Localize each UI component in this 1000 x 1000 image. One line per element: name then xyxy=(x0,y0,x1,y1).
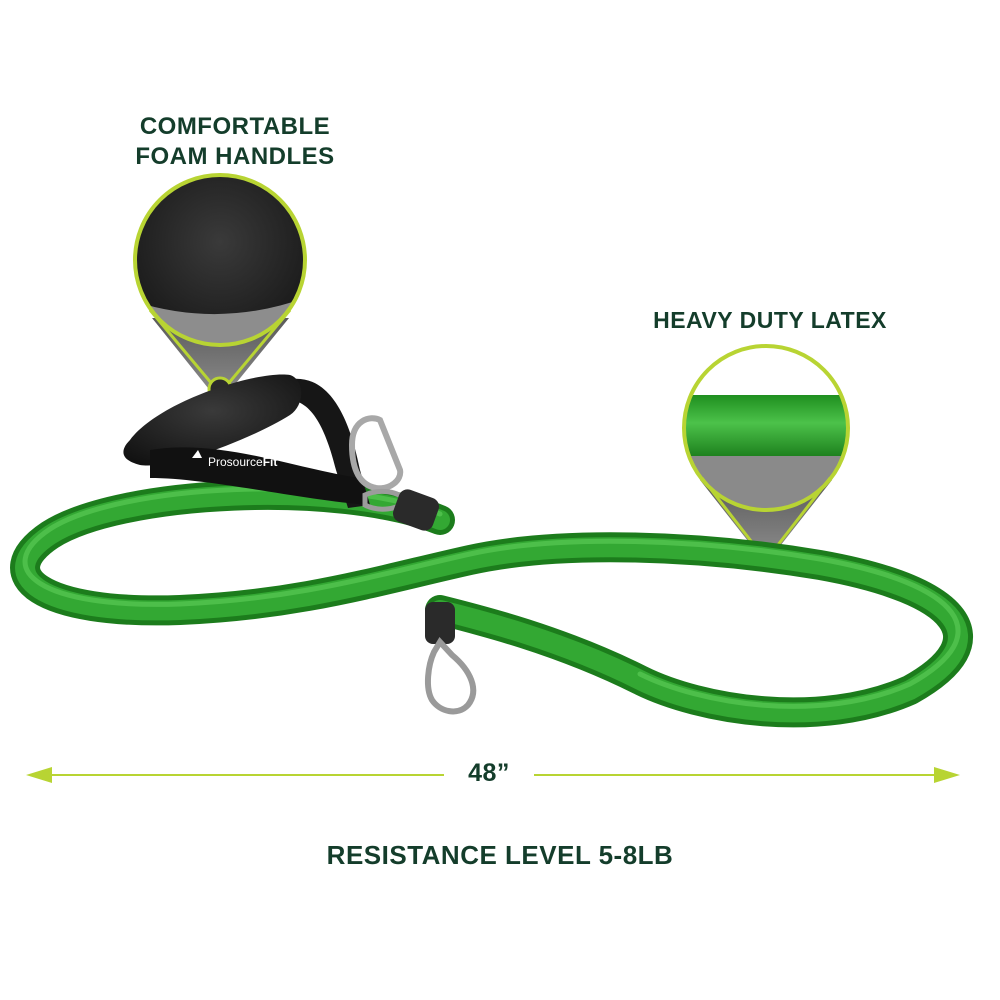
brand-mark-icon xyxy=(192,450,202,458)
carabiner-icon xyxy=(424,602,477,715)
d-ring-icon xyxy=(348,415,440,531)
resistance-tube xyxy=(10,479,973,728)
foam-callout-line2: FOAM HANDLES xyxy=(135,143,335,170)
foam-callout-line1: COMFORTABLE xyxy=(139,113,331,140)
latex-callout-title: HEAVY DUTY LATEX xyxy=(653,307,887,333)
brand-logo: ProsourceFit xyxy=(208,455,277,469)
foam-handle: ProsourceFit xyxy=(123,374,370,508)
foam-magnifier-callout-icon xyxy=(133,173,307,402)
length-measurement: 48” xyxy=(444,756,534,790)
foam-handles-callout-title: COMFORTABLE FOAM HANDLES xyxy=(100,112,370,172)
double-arrow-icon xyxy=(26,767,960,783)
latex-magnifier-callout-icon xyxy=(682,344,850,569)
resistance-level-caption: RESISTANCE LEVEL 5-8LB xyxy=(326,840,674,870)
